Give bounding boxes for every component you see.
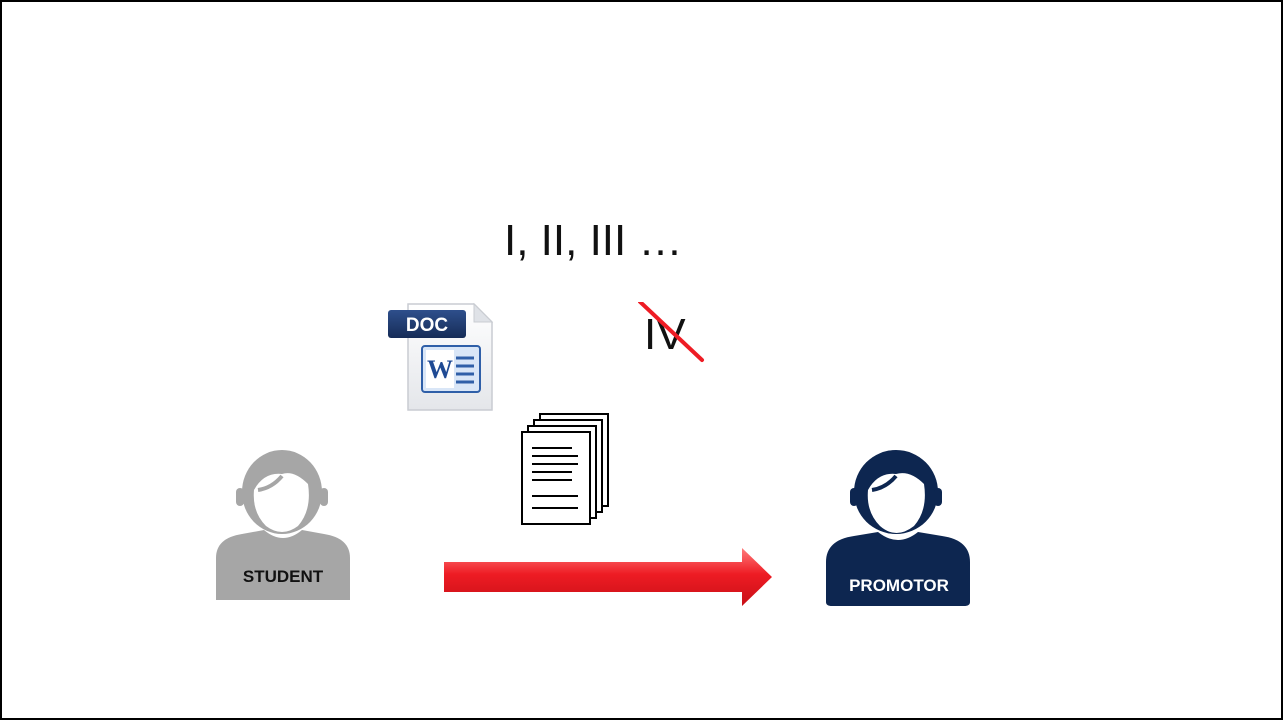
student-person-icon bbox=[216, 450, 350, 600]
student-label: STUDENT bbox=[242, 567, 324, 586]
word-document-icon: DOC W bbox=[388, 302, 494, 411]
crossed-out-chapter: IV bbox=[638, 302, 718, 372]
chapter-numbers-text: I, II, III … bbox=[504, 216, 683, 265]
doc-word-letter: W bbox=[427, 355, 453, 384]
document-pages-icon bbox=[521, 413, 609, 525]
red-arrow bbox=[444, 548, 772, 606]
doc-badge-text: DOC bbox=[406, 315, 449, 336]
promotor-label: PROMOTOR bbox=[849, 576, 949, 595]
strike-through-line bbox=[638, 302, 704, 362]
promotor-person: PROMOTOR bbox=[824, 450, 974, 611]
promotor-person-icon bbox=[826, 450, 970, 606]
student-person: STUDENT bbox=[212, 450, 354, 609]
crossed-out-chapter-text: IV bbox=[644, 310, 686, 359]
